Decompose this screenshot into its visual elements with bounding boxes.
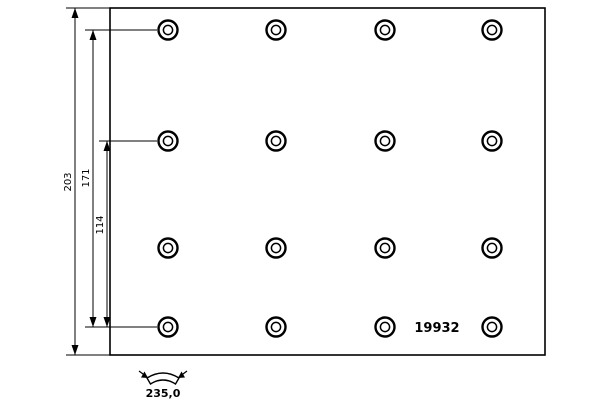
total-height-value: 203: [63, 172, 74, 191]
hole-span-outer-value: 171: [81, 168, 92, 187]
rivet-hole: [374, 19, 396, 41]
rivet-hole: [157, 237, 179, 259]
part-number-label: 19932: [414, 321, 459, 336]
rivet-hole: [374, 237, 396, 259]
width-value: 235,0: [146, 387, 181, 400]
dimension-hole-span-inner: [99, 140, 157, 327]
dimension-total-height: [66, 7, 112, 356]
rivet-hole: [157, 19, 179, 41]
rivet-hole: [374, 316, 396, 338]
rivet-hole: [265, 19, 287, 41]
hole-span-inner-value: 114: [95, 215, 106, 234]
rivet-hole: [157, 316, 179, 338]
rivet-hole: [265, 237, 287, 259]
rivet-hole: [265, 130, 287, 152]
rivet-hole: [481, 130, 503, 152]
lining-plate-outline: [109, 7, 546, 356]
rivet-hole: [481, 237, 503, 259]
curvature-symbol: [138, 370, 188, 385]
rivet-hole: [481, 316, 503, 338]
rivet-hole: [157, 130, 179, 152]
rivet-hole: [265, 316, 287, 338]
rivet-hole: [481, 19, 503, 41]
rivet-hole: [374, 130, 396, 152]
dimension-hole-span-outer: [85, 29, 157, 328]
rivet-hole-grid: [157, 19, 503, 338]
